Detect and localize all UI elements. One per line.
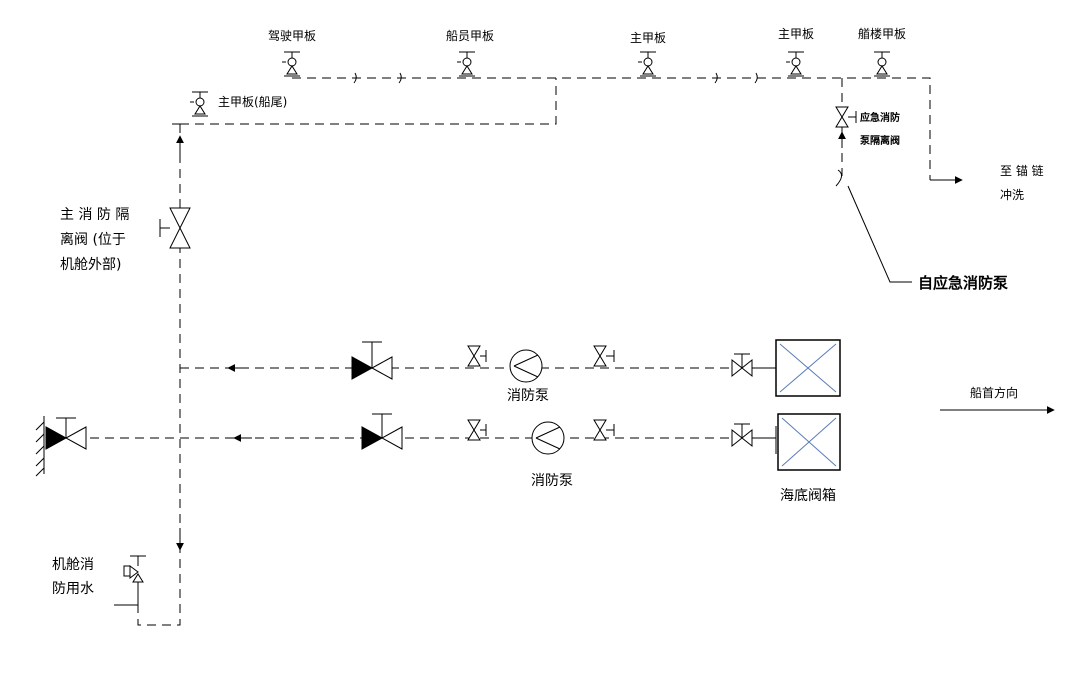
fire-pump-label-2: 消防泵 — [531, 473, 573, 489]
hydrant-main-deck-2 — [786, 51, 804, 77]
hydrant-main-deck-stern — [190, 91, 208, 117]
engine-room-hydrant — [114, 555, 146, 606]
sea-chest-2 — [777, 413, 841, 471]
emergency-valve-label-1: 应急消防 — [860, 111, 900, 124]
hydrant-bridge-deck — [282, 51, 300, 77]
suction-valve-line2-right — [593, 419, 615, 441]
sea-valve-line2 — [731, 423, 777, 454]
hydrant-main-deck-1 — [638, 51, 656, 77]
suction-valve-line1-right — [593, 345, 615, 367]
emergency-pump-isolation-valve — [835, 106, 857, 128]
bridge-deck-label: 驾驶甲板 — [268, 28, 316, 43]
main-isolation-valve — [159, 207, 191, 249]
bow-direction-label: 船首方向 — [970, 385, 1018, 400]
flow-arrows — [176, 131, 1055, 551]
check-valve-line2 — [361, 413, 403, 450]
sea-chest-1 — [775, 339, 841, 397]
main-deck-label-1: 主甲板 — [630, 31, 666, 45]
fire-pump-1 — [509, 349, 543, 383]
sea-chest-label: 海底阀箱 — [780, 488, 836, 504]
main-isolation-label-3: 机舱外部) — [60, 257, 121, 273]
main-isolation-label-2: 离阀 (位于 — [60, 231, 126, 248]
fire-pump-2 — [531, 421, 565, 455]
suction-valve-line2-left — [467, 419, 487, 441]
main-deck-label-2: 主甲板 — [778, 27, 814, 41]
suction-valve-line1-left — [467, 345, 487, 367]
piping — [60, 77, 931, 626]
check-valve-line1 — [351, 341, 393, 380]
emergency-pump-label: 自应急消防泵 — [918, 274, 1008, 292]
crew-deck-label: 船员甲板 — [446, 29, 494, 43]
main-deck-stern-label: 主甲板(船尾) — [218, 95, 287, 109]
emergency-pump-leader — [847, 185, 912, 283]
overboard-valve — [35, 416, 87, 477]
hydrant-crew-deck — [457, 51, 475, 77]
fire-pump-label-1: 消防泵 — [507, 388, 549, 404]
sea-valve-line1 — [731, 353, 776, 378]
anchor-label-2: 冲洗 — [1000, 187, 1024, 202]
pipe-break-marks — [353, 72, 842, 187]
forecastle-deck-label: 艏楼甲板 — [858, 26, 906, 41]
main-isolation-label-1: 主 消 防 隔 — [60, 207, 129, 223]
emergency-valve-label-2: 泵隔离阀 — [860, 134, 900, 147]
anchor-label-1: 至 锚 链 — [1000, 163, 1044, 178]
engine-room-water-label-1: 机舱消 — [52, 557, 94, 573]
hydrant-forecastle-deck — [874, 51, 890, 77]
engine-room-water-label-2: 防用水 — [52, 581, 94, 597]
